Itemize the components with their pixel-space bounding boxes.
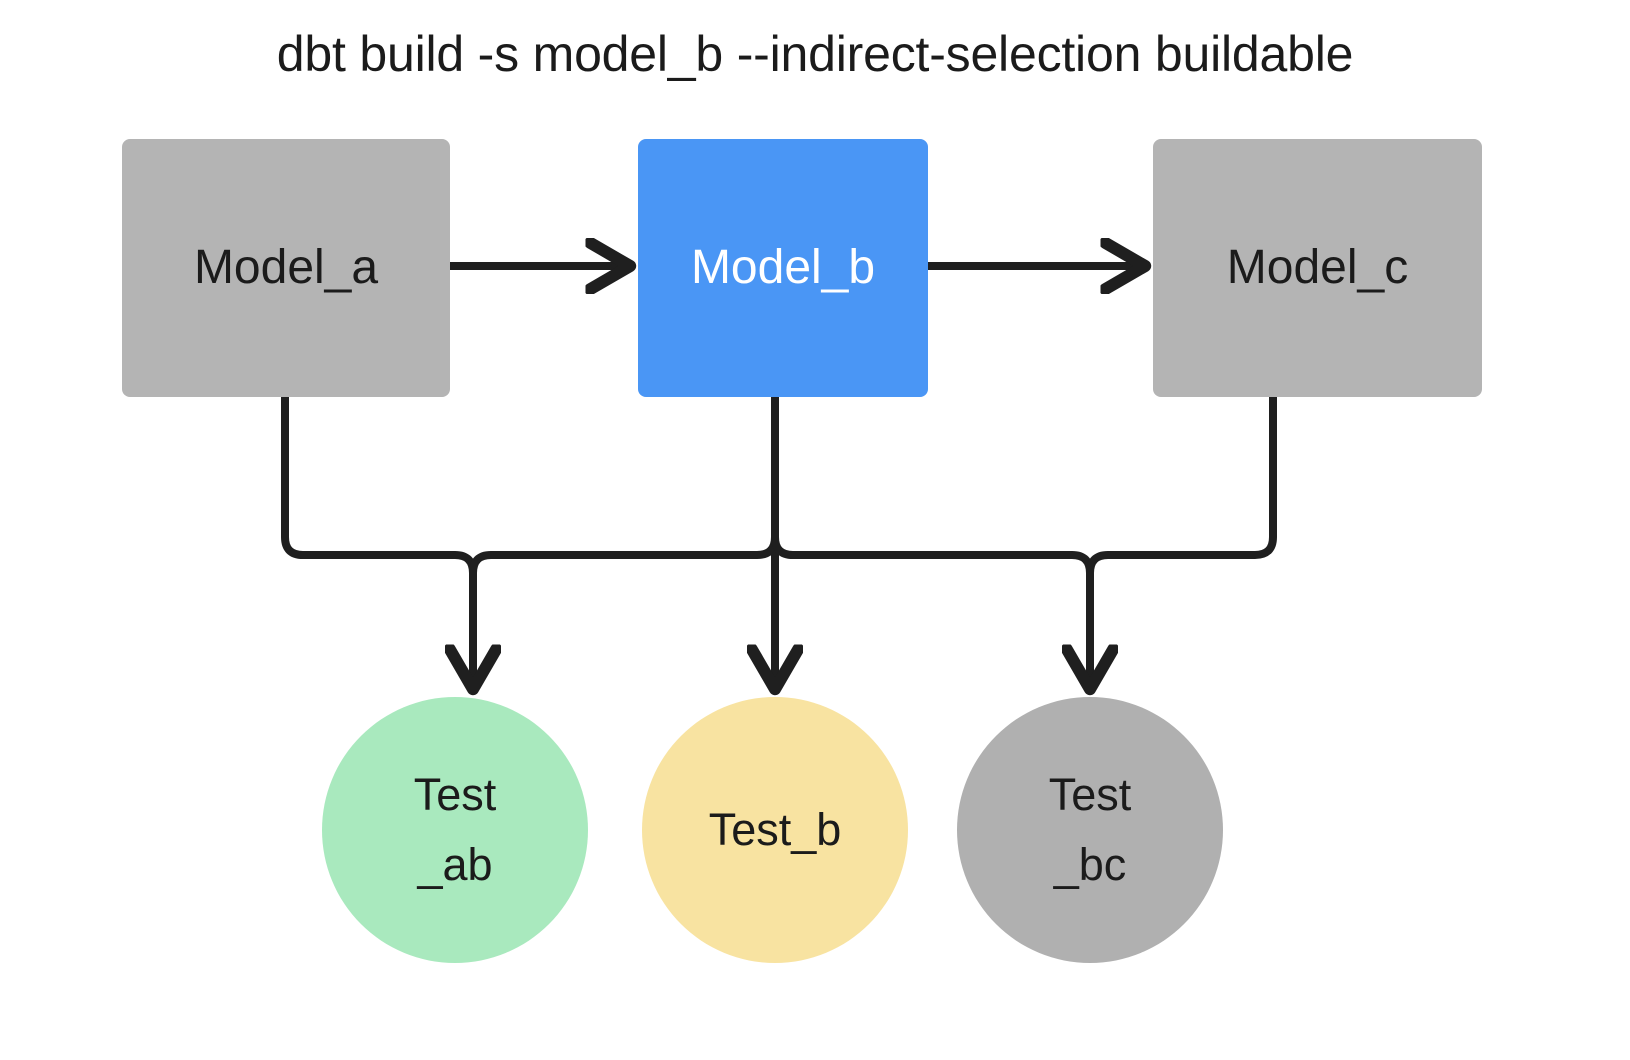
node-model-b[interactable]: Model_b [638,139,928,397]
node-test-b-label-line1: Test_b [708,804,842,856]
node-model-b-label: Model_b [690,240,876,294]
edge-model-b-to-test-ab [469,397,779,574]
node-test-bc-label-line2: _bc [1053,839,1127,890]
edge-model-a-to-test-ab [281,397,473,686]
node-model-c-label: Model_c [1226,240,1409,294]
node-test-ab-label-line1: Test [413,769,497,821]
edge-model-b-to-test-bc [771,397,1090,686]
node-model-c[interactable]: Model_c [1153,139,1482,397]
node-test-b[interactable]: Test_b [642,697,908,963]
node-test-bc[interactable]: Test _bc [957,697,1223,963]
edge-model-c-to-test-bc [1086,397,1277,574]
node-model-a-label: Model_a [193,240,379,294]
node-test-bc-label-line1: Test [1048,769,1132,821]
node-test-ab-label-line2: _ab [417,839,493,890]
node-model-a[interactable]: Model_a [122,139,450,397]
diagram-title: dbt build -s model_b --indirect-selectio… [276,26,1354,82]
node-test-ab[interactable]: Test _ab [322,697,588,963]
